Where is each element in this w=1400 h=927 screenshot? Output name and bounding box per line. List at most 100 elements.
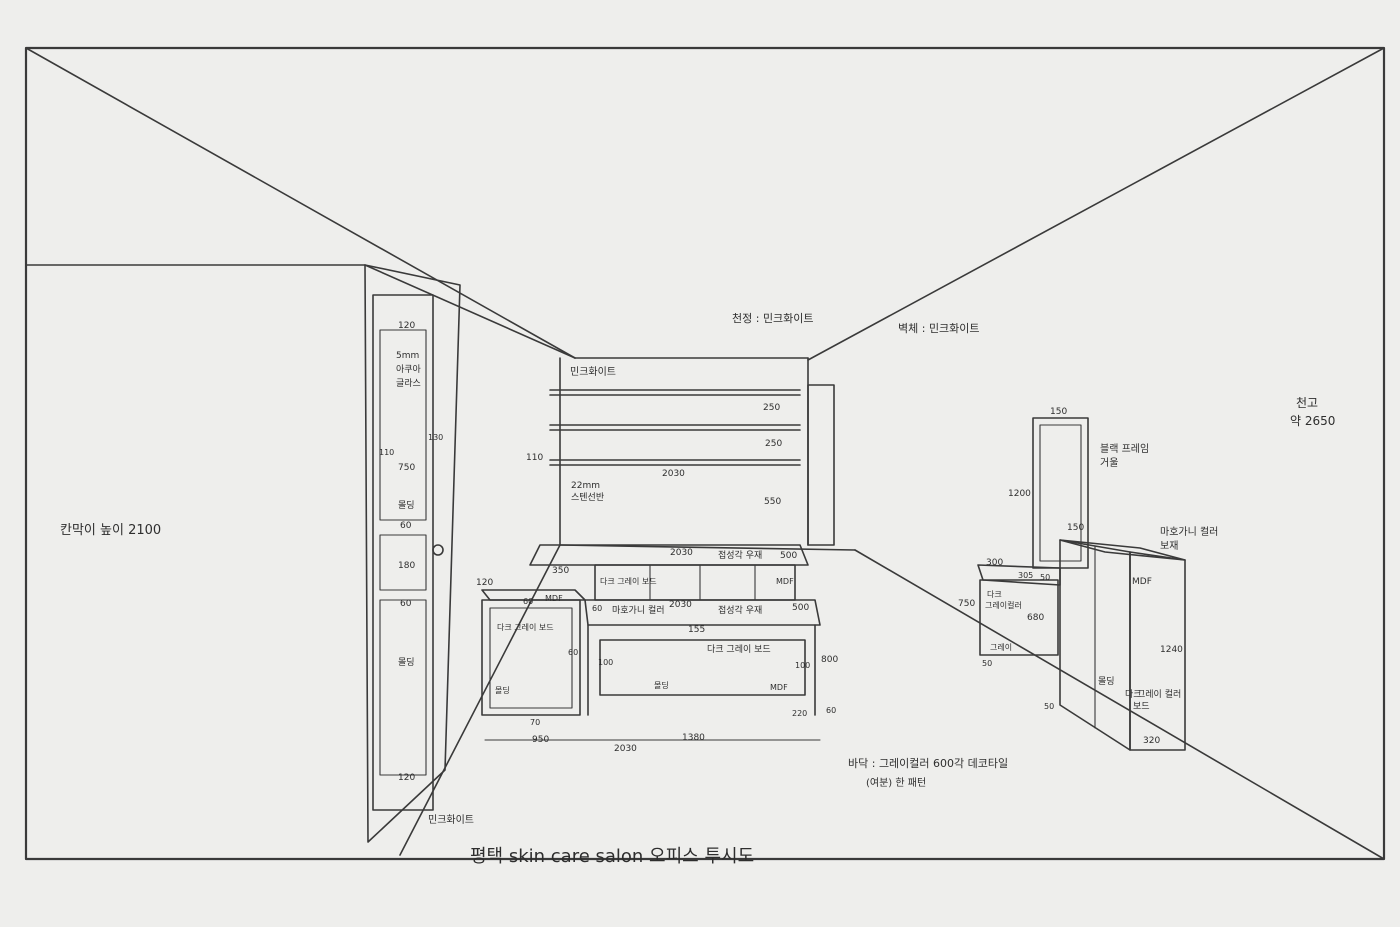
- dimension-label: 60: [400, 599, 412, 609]
- annotations: 평택 skin care salon 오피스 투시도 칸막이 높이 2100 천…: [60, 311, 1335, 867]
- ceiling-finish-note: 천정 : 민크화이트: [732, 311, 814, 325]
- mirror-note: 거울: [1100, 457, 1118, 469]
- cabinet-body-note-1: 다크: [1125, 689, 1142, 700]
- dimension-label: 120: [476, 578, 493, 588]
- back-desk-top-note: 접성각 우재: [718, 549, 762, 561]
- dimension-label: 2030: [669, 600, 692, 610]
- dimension-label: 60: [568, 648, 578, 657]
- dimension-label: 110: [526, 453, 543, 463]
- ceiling-height-note: 천고: [1296, 395, 1318, 410]
- door-glass-panel: [379, 329, 427, 521]
- dimension-label: 110: [379, 448, 394, 457]
- drawing-title: 평택 skin care salon 오피스 투시도: [470, 846, 754, 867]
- front-desk-top: [584, 599, 821, 626]
- desk-group: [481, 544, 821, 741]
- dimension-label: 70: [530, 718, 540, 727]
- dimension-label: 2030: [670, 548, 693, 558]
- ceiling-edge-right: [807, 47, 1385, 361]
- ceiling-edge-left: [25, 47, 576, 359]
- dimension-label: 50: [1044, 702, 1054, 711]
- dimension-label: 2030: [662, 469, 685, 479]
- dimension-label: 750: [398, 463, 415, 473]
- door-glass-note-1: 5mm: [396, 351, 419, 361]
- dimension-label: 350: [552, 566, 569, 576]
- wall-finish-note: 벽체 : 민크화이트: [898, 322, 980, 335]
- floor-edge-right: [854, 549, 1385, 860]
- dimension-label: 300: [986, 558, 1003, 568]
- door-finish-note: 민크화이트: [428, 814, 474, 826]
- right-furniture: [977, 417, 1186, 751]
- dimension-label: 680: [1027, 613, 1044, 623]
- dimension-label: 550: [764, 497, 781, 507]
- side-moulding-note: 몰딩: [495, 685, 510, 695]
- door-moulding-note-2: 몰딩: [398, 657, 415, 668]
- cabinet-top-note-2: 보재: [1160, 540, 1178, 552]
- dimension-label: 180: [398, 561, 415, 571]
- dimension-label: 250: [765, 439, 782, 449]
- cabinet-moulding-note: 몰딩: [1098, 676, 1115, 687]
- door-glass-note-2: 아쿠아: [396, 364, 422, 375]
- dimension-label: 500: [792, 603, 809, 613]
- floor-finish-note: 바닥 : 그레이컬러 600각 데코타일: [848, 756, 1008, 770]
- door-wall-face: [364, 264, 461, 843]
- dimension-label: 60: [400, 521, 412, 531]
- dimension-label: 250: [763, 403, 780, 413]
- back-floor-line: [559, 544, 856, 551]
- dimension-label: 120: [398, 321, 415, 331]
- dimension-label: 320: [1143, 736, 1160, 746]
- dimension-label: 1200: [1008, 489, 1031, 499]
- door-wall: [364, 264, 461, 843]
- dimension-label: 150: [1067, 523, 1084, 533]
- cabinet-body-note-3: 보드: [1133, 701, 1150, 712]
- dimension-label: 130: [428, 433, 443, 442]
- dimension-label: 1380: [682, 733, 705, 743]
- dimension-label: 2030: [614, 744, 637, 754]
- vanity-shelf-note: 그레이: [990, 642, 1012, 652]
- dimension-label: 305: [1018, 571, 1033, 580]
- mdf-note-3: MDF: [770, 683, 788, 692]
- back-desk-top: [529, 544, 809, 566]
- side-cabinet-board-note: 다크 그레이 보드: [497, 622, 554, 632]
- partition-height-note: 칸막이 높이 2100: [60, 523, 161, 538]
- front-desk-top-note: 접성각 우재: [718, 604, 762, 616]
- back-door: [807, 384, 835, 546]
- dimension-label: 800: [821, 655, 838, 665]
- mirror-frame-note: 블랙 프레임: [1100, 442, 1149, 455]
- mdf-note-2: MDF: [776, 577, 794, 586]
- door-low-panel: [379, 599, 427, 776]
- dimension-label: 60: [523, 597, 533, 606]
- vanity-note-2: 그레이컬러: [985, 600, 1022, 610]
- dimension-label: 950: [532, 735, 549, 745]
- cabinet-mdf-note: MDF: [1132, 577, 1152, 587]
- desk-moulding-note: 몰딩: [654, 680, 669, 690]
- dimension-label: 120: [398, 773, 415, 783]
- dimension-label: 100: [795, 661, 810, 670]
- door-moulding-note-1: 몰딩: [398, 500, 415, 511]
- dimension-label: 50: [982, 659, 992, 668]
- dimension-label: 500: [780, 551, 797, 561]
- floor-finish-pattern: (여분) 한 패턴: [866, 777, 926, 789]
- cabinet-body-note-2: 그레이 컬러: [1137, 689, 1181, 700]
- dimension-label: 50: [1040, 573, 1050, 582]
- dimension-label: 220: [792, 709, 807, 718]
- outer-frame: [24, 46, 1386, 861]
- side-cabinet-panel: [489, 607, 573, 709]
- side-cabinet-top: [481, 589, 586, 601]
- dimension-label: 750: [958, 599, 975, 609]
- drawer-board-note: 다크 그레이 보드: [600, 576, 657, 586]
- partition-ceiling-line: [364, 264, 576, 359]
- ceiling-height-value: 약 2650: [1290, 413, 1335, 428]
- front-desk-modesty: [599, 639, 806, 696]
- dimension-label: 1240: [1160, 645, 1183, 655]
- vanity-note-1: 다크: [987, 590, 1002, 599]
- back-wall-elements: [549, 384, 835, 546]
- dimension-numbers: 120 120 110 130 750 60 180 60 250 250 11…: [379, 321, 1183, 783]
- door-mid-panel: [379, 534, 427, 591]
- shelf-note-2: 스텐선반: [571, 492, 604, 503]
- dimension-label: 60: [592, 604, 602, 613]
- back-wall-finish-note: 민크화이트: [570, 366, 616, 378]
- door-handle: [432, 544, 444, 556]
